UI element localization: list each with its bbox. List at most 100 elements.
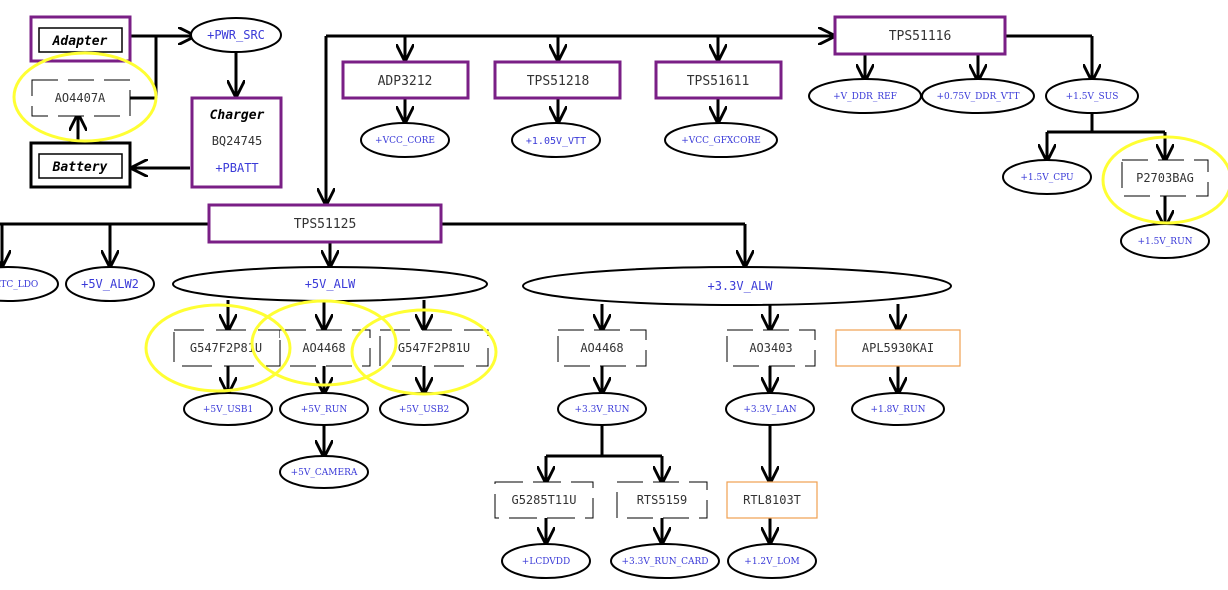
tps51611-label: TPS51611: [687, 74, 750, 89]
ao4468-33v-block: AO4468: [557, 329, 647, 367]
rail-5v-usb1-label: +5V_USB1: [203, 405, 253, 415]
ao4468-33v-frame: [557, 329, 647, 367]
rail-5v-alw-label: +5V_ALW: [305, 277, 356, 291]
highlight-p2703bag: [1101, 135, 1228, 225]
rail-105v-vtt-ellipse: [511, 122, 601, 158]
tps51125-frame: [207, 203, 443, 244]
rail-33v-alw: +3.3V_ALW: [522, 266, 952, 306]
g547-a-frame: [173, 329, 281, 367]
rail-5v-usb1: +5V_USB1: [183, 392, 273, 426]
g547-b-frame: [379, 329, 489, 367]
g547-b-label: G547F2P81U: [398, 341, 470, 355]
rail-12v-lom: +1.2V_LOM: [727, 543, 817, 579]
pwr-src-label: +PWR_SRC: [207, 28, 265, 42]
rail-rtc-ldo-ellipse: [0, 266, 59, 302]
rail-18v-run-ellipse: [851, 392, 945, 426]
pwr-src-ellipse: [190, 17, 282, 53]
rail-vcc-core-label: +VCC_CORE: [375, 136, 435, 146]
highlight-g547-a: [144, 303, 292, 393]
rail-vcc-core-ellipse: [360, 122, 450, 158]
pwr-src-node: +PWR_SRC: [190, 17, 282, 53]
rail-vcc-core: +VCC_CORE: [360, 122, 450, 158]
rts5159-block: RTS5159: [616, 481, 708, 519]
g547-a-block: G547F2P81U: [173, 329, 281, 367]
rail-15v-cpu-ellipse: [1002, 159, 1092, 195]
tps51116-block: TPS51116: [833, 15, 1007, 56]
charger-part: BQ24745: [212, 134, 263, 148]
tps51116-label: TPS51116: [889, 29, 952, 44]
adp3212-label: ADP3212: [378, 74, 433, 89]
rail-15v-sus-label: +1.5V_SUS: [1066, 92, 1119, 102]
ao4407a-label: AO4407A: [55, 91, 106, 105]
rail-5v-camera-ellipse: [279, 455, 369, 489]
rail-lcdvdd: +LCDVDD: [501, 543, 591, 579]
highlight-ao4468: [250, 299, 398, 387]
tps51218-frame: [493, 60, 622, 100]
rail-33v-run-card-ellipse: [610, 543, 720, 579]
apl5930kai-frame: [835, 329, 961, 367]
rail-5v-camera-label: +5V_CAMERA: [291, 468, 358, 478]
rail-075v-ddr-vtt-ellipse: [921, 78, 1035, 114]
rail-5v-alw2-label: +5V_ALW2: [81, 277, 139, 291]
tps51218-label: TPS51218: [527, 74, 590, 89]
highlight-ao4407a: [12, 51, 158, 143]
rail-105v-vtt: +1.05V_VTT: [511, 122, 601, 158]
rail-15v-sus: +1.5V_SUS: [1045, 78, 1139, 114]
rail-5v-camera: +5V_CAMERA: [279, 455, 369, 489]
rail-33v-lan-label: +3.3V_LAN: [743, 405, 796, 415]
highlight-g547-b: [350, 308, 498, 396]
rail-15v-run-label: +1.5V_RUN: [1137, 237, 1192, 247]
g5285t11u-frame: [494, 481, 594, 519]
rail-lcdvdd-label: +LCDVDD: [522, 557, 570, 567]
adp3212-block: ADP3212: [341, 60, 470, 100]
p2703bag-frame: [1121, 159, 1209, 197]
tps51116-frame: [833, 15, 1007, 56]
rtl8103t-label: RTL8103T: [743, 493, 801, 507]
rail-33v-alw-label: +3.3V_ALW: [707, 279, 773, 293]
rail-18v-run-label: +1.8V_RUN: [870, 405, 925, 415]
rail-5v-run: +5V_RUN: [279, 392, 369, 426]
rail-12v-lom-ellipse: [727, 543, 817, 579]
rail-vcc-gfxcore: +VCC_GFXCORE: [664, 122, 778, 158]
g547-a-label: G547F2P81U: [190, 341, 262, 355]
ao4468-33v-label: AO4468: [580, 341, 623, 355]
rts5159-label: RTS5159: [637, 493, 688, 507]
tps51218-block: TPS51218: [493, 60, 622, 100]
rail-33v-alw-ellipse: [522, 266, 952, 306]
p2703bag-label: P2703BAG: [1136, 171, 1194, 185]
rail-vcc-gfxcore-label: +VCC_GFXCORE: [681, 136, 761, 146]
apl5930kai-block: APL5930KAI: [835, 329, 961, 367]
apl5930kai-label: APL5930KAI: [862, 341, 934, 355]
rtl8103t-block: RTL8103T: [726, 481, 818, 519]
rail-33v-lan: +3.3V_LAN: [725, 392, 815, 426]
ao3403-block: AO3403: [726, 329, 816, 367]
battery-block: Battery: [29, 141, 132, 189]
rail-33v-run-label: +3.3V_RUN: [574, 405, 629, 415]
rail-15v-run: +1.5V_RUN: [1120, 223, 1210, 259]
ao3403-frame: [726, 329, 816, 367]
rail-rtc-ldo: RTC_LDO: [0, 266, 59, 302]
rtl8103t-frame: [726, 481, 818, 519]
adapter-frame-inner: [38, 27, 123, 53]
charger-title: Charger: [210, 108, 265, 123]
tps51125-label: TPS51125: [294, 217, 357, 232]
rail-5v-alw2: +5V_ALW2: [65, 266, 155, 302]
adapter-label: Adapter: [52, 34, 108, 49]
rail-33v-lan-ellipse: [725, 392, 815, 426]
ao4468-5v-frame: [279, 329, 371, 367]
ao4468-5v-label: AO4468: [302, 341, 345, 355]
g5285t11u-block: G5285T11U: [494, 481, 594, 519]
g5285t11u-label: G5285T11U: [511, 493, 576, 507]
rail-33v-run: +3.3V_RUN: [557, 392, 647, 426]
ao4407a-block: AO4407A: [31, 79, 131, 117]
battery-frame-inner: [38, 153, 123, 179]
rail-33v-run-card-label: +3.3V_RUN_CARD: [622, 557, 709, 567]
rail-lcdvdd-ellipse: [501, 543, 591, 579]
rail-5v-usb2: +5V_USB2: [379, 392, 469, 426]
charger-output: +PBATT: [215, 161, 258, 175]
rail-5v-run-ellipse: [279, 392, 369, 426]
p2703bag-block: P2703BAG: [1121, 159, 1209, 197]
ao3403-label: AO3403: [749, 341, 792, 355]
rail-5v-usb1-ellipse: [183, 392, 273, 426]
